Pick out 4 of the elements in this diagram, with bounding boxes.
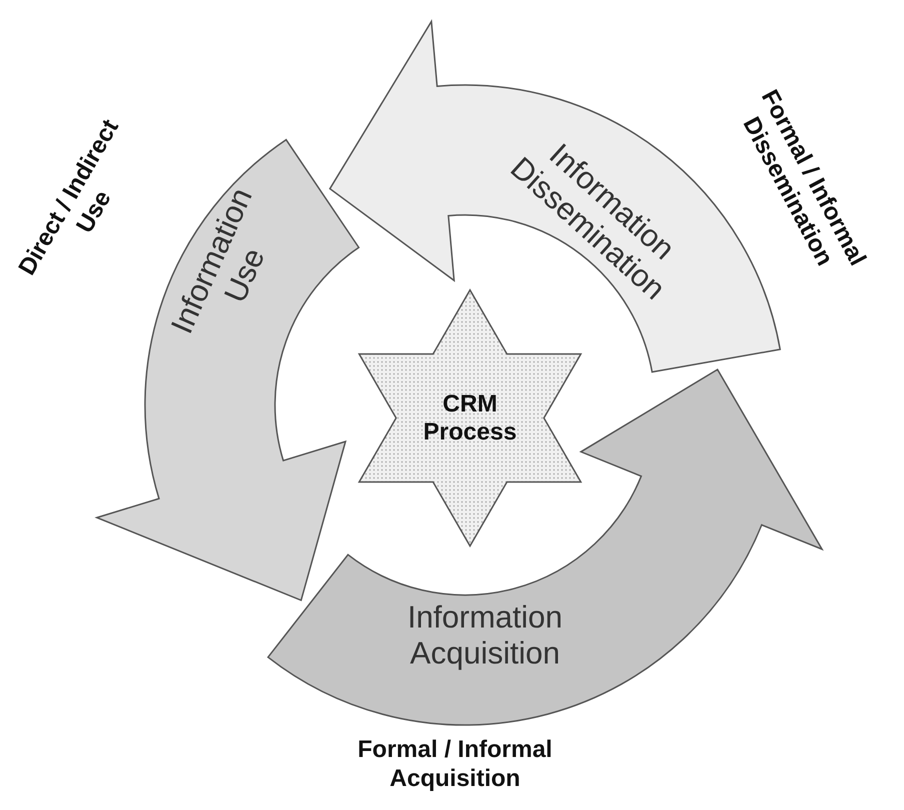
node-title: CRM Process bbox=[422, 390, 518, 446]
arrow-label: Information Acquisition bbox=[406, 599, 564, 671]
side-caption: Formal / Informal Acquisition bbox=[356, 736, 554, 794]
curved-arrow bbox=[267, 368, 823, 726]
